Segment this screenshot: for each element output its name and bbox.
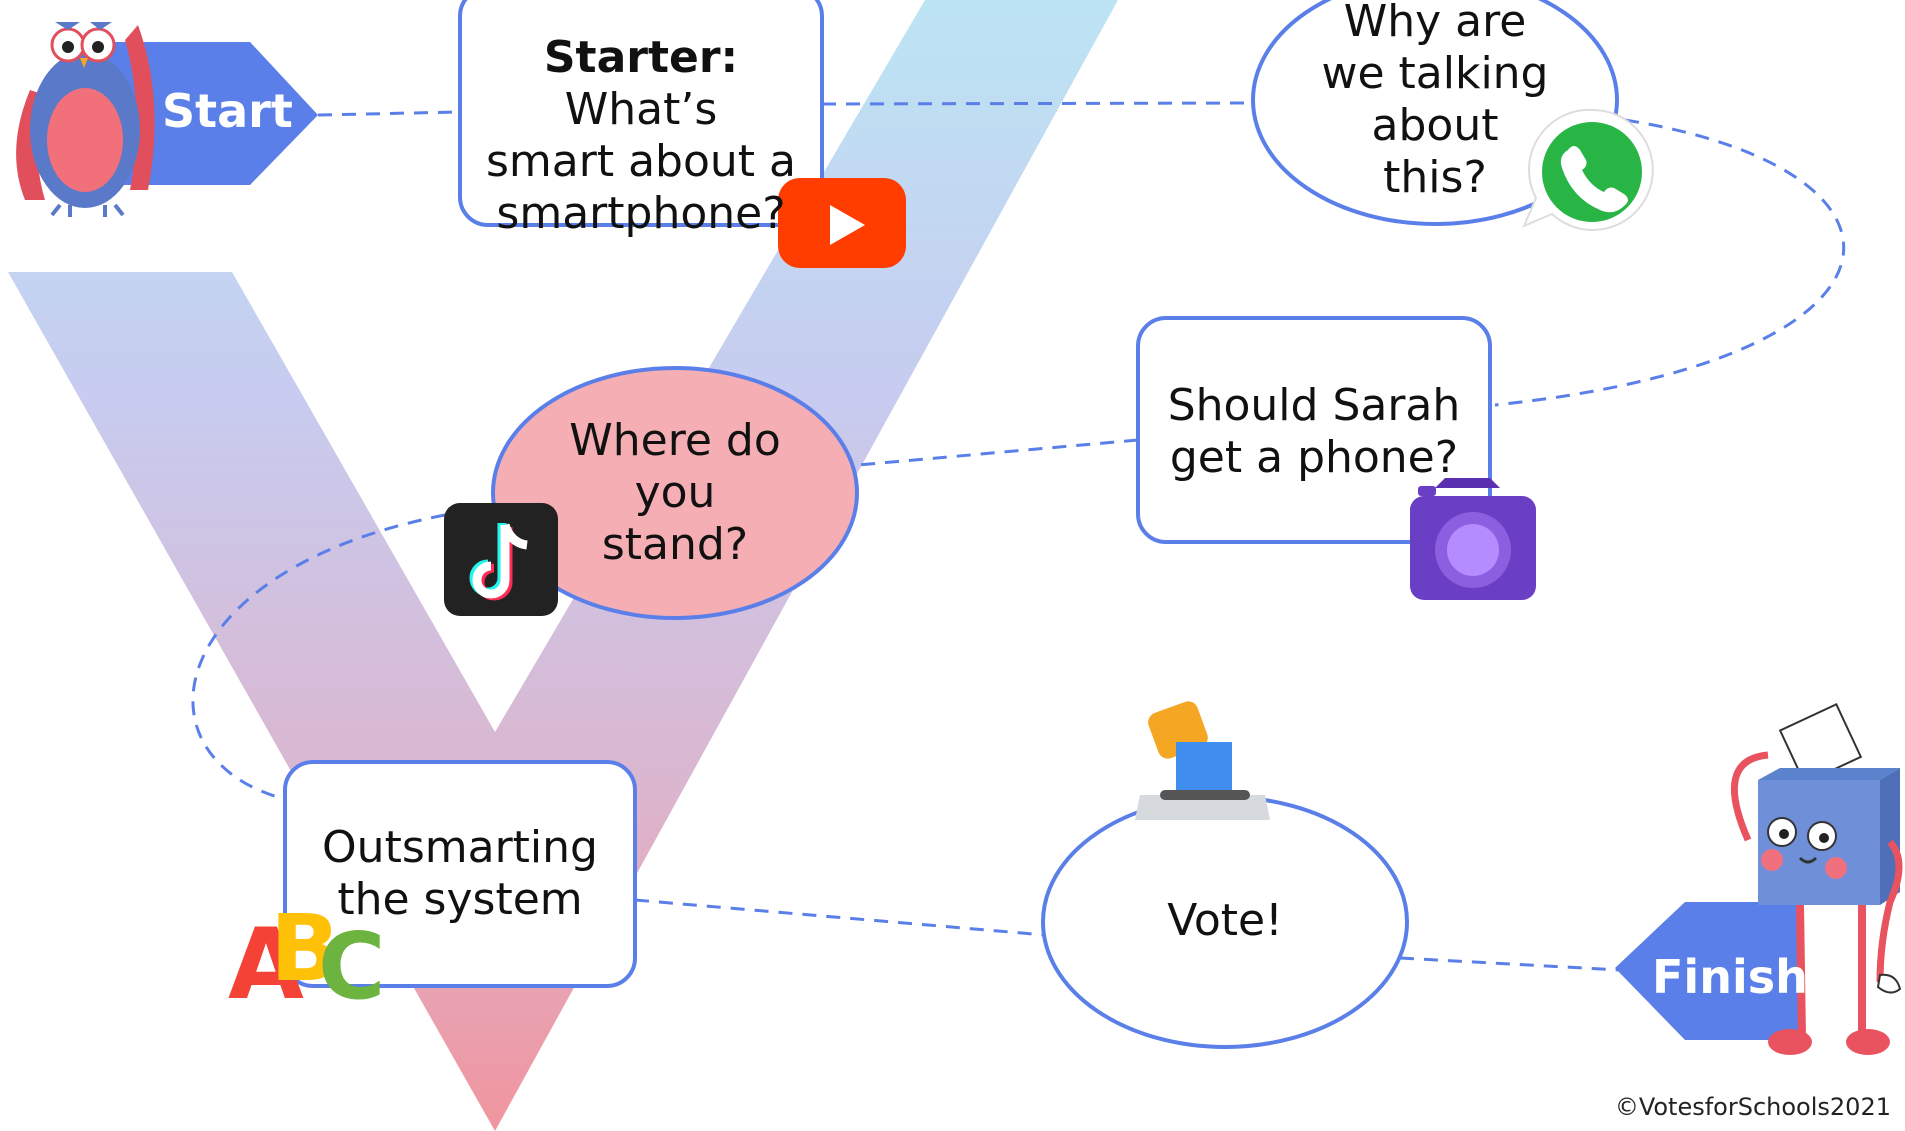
starter-text-line1: What’s bbox=[564, 84, 718, 135]
ballot-box-icon bbox=[1135, 701, 1270, 820]
dashed-path bbox=[191, 101, 1846, 972]
stand-line3: stand? bbox=[601, 519, 749, 570]
outsmart-line1: Outsmarting bbox=[322, 822, 598, 873]
stand-line2: you bbox=[634, 467, 716, 518]
stand-line1: Where do bbox=[569, 415, 781, 466]
svg-text:A: A bbox=[228, 908, 304, 1022]
why-line2: we talking bbox=[1321, 48, 1549, 99]
why-line4: this? bbox=[1383, 152, 1487, 203]
starter-label: Starter: What’s smart about a smartphone… bbox=[470, 32, 812, 240]
whatsapp-icon bbox=[1522, 108, 1654, 231]
camera-icon bbox=[1410, 478, 1536, 600]
svg-text:C: C bbox=[318, 913, 386, 1020]
outsmart-box[interactable] bbox=[283, 760, 637, 988]
sarah-line1: Should Sarah bbox=[1167, 380, 1461, 431]
why-line1: Why are bbox=[1343, 0, 1527, 47]
ballot-box-mascot-icon bbox=[1730, 702, 1903, 1055]
stand-label: Where do you stand? bbox=[520, 415, 830, 571]
tiktok-icon bbox=[444, 503, 558, 616]
copyright-text: ©VotesforSchools2021 bbox=[1614, 1093, 1891, 1121]
svg-text:B: B bbox=[270, 895, 340, 1002]
starter-box[interactable] bbox=[458, 0, 824, 227]
sarah-box[interactable] bbox=[1136, 316, 1492, 544]
starter-line2: smart about a bbox=[486, 136, 796, 187]
sarah-label: Should Sarah get a phone? bbox=[1148, 380, 1480, 484]
stand-bubble[interactable] bbox=[491, 366, 859, 620]
finish-flag bbox=[1615, 902, 1800, 1040]
finish-label: Finish bbox=[1652, 950, 1808, 1004]
start-flag bbox=[100, 42, 318, 185]
starter-line3: smartphone? bbox=[496, 188, 786, 239]
youtube-icon bbox=[778, 178, 906, 268]
outsmart-label: Outsmarting the system bbox=[295, 822, 625, 926]
why-line3: about bbox=[1371, 100, 1499, 151]
sarah-line2: get a phone? bbox=[1169, 432, 1459, 483]
vote-label: Vote! bbox=[1167, 895, 1283, 946]
abc-blocks-icon: A B C bbox=[228, 895, 386, 1022]
background-v-shape bbox=[8, 0, 1118, 1131]
outsmart-line2: the system bbox=[337, 874, 583, 925]
starter-bold-text: Starter: bbox=[543, 32, 739, 83]
why-bubble[interactable] bbox=[1251, 0, 1619, 226]
why-label: Why are we talking about this? bbox=[1285, 0, 1585, 204]
owl-mascot-icon bbox=[16, 22, 155, 217]
start-label: Start bbox=[162, 84, 293, 138]
